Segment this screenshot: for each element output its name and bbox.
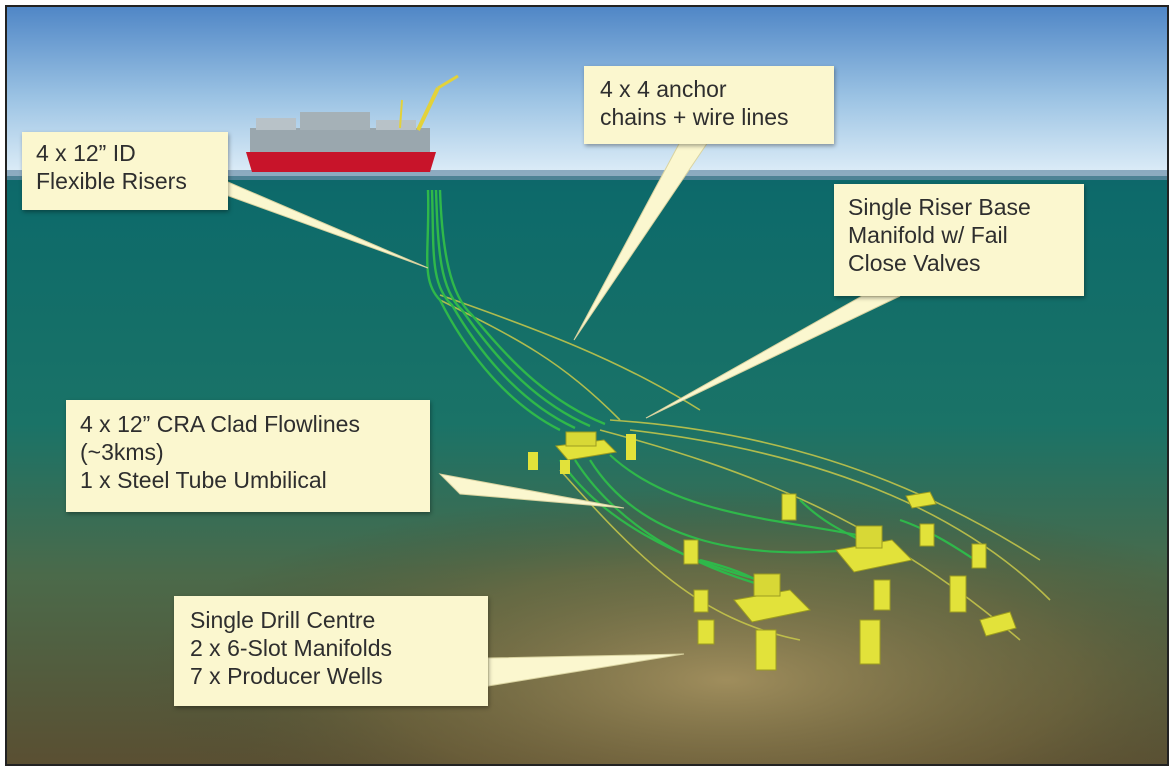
- flexible-risers: [426, 189, 606, 432]
- callout-line: Single Drill Centre: [190, 607, 376, 633]
- callout-riser-base-manifold: Single Riser Base Manifold w/ Fail Close…: [834, 184, 1084, 296]
- callout-line: 4 x 12” CRA Clad Flowlines: [80, 411, 360, 437]
- callout-line: Single Riser Base: [848, 194, 1031, 220]
- callout-line: 2 x 6-Slot Manifolds: [190, 635, 392, 661]
- callout-flexible-risers: 4 x 12” ID Flexible Risers: [22, 132, 228, 210]
- wellhead-icon: [683, 493, 987, 671]
- callout-line: 7 x Producer Wells: [190, 663, 383, 689]
- image-frame: [5, 5, 1169, 766]
- fpso-vessel-icon: [246, 74, 459, 172]
- callout-line: Manifold w/ Fail: [848, 222, 1008, 248]
- callout-pointers: [189, 141, 901, 687]
- callout-line: (~3kms): [80, 439, 164, 465]
- callout-line: chains + wire lines: [600, 104, 789, 130]
- manifold-pointer: [645, 295, 901, 419]
- callout-line: Close Valves: [848, 250, 981, 276]
- callout-line: Flexible Risers: [36, 168, 187, 194]
- callout-drill-centre: Single Drill Centre 2 x 6-Slot Manifolds…: [174, 596, 488, 706]
- callout-flowlines: 4 x 12” CRA Clad Flowlines (~3kms) 1 x S…: [66, 400, 430, 512]
- drill-centre-manifold-icon: [733, 491, 1017, 637]
- callout-line: 1 x Steel Tube Umbilical: [80, 467, 327, 493]
- callout-line: 4 x 4 anchor: [600, 76, 727, 102]
- sea-surface: [6, 170, 1168, 180]
- flowlines-pointer: [438, 473, 625, 509]
- callout-line: 4 x 12” ID: [36, 140, 136, 166]
- drill-pointer: [487, 653, 685, 687]
- riser-base-manifold-icon: [528, 431, 636, 474]
- callout-anchor-chains: 4 x 4 anchor chains + wire lines: [584, 66, 834, 144]
